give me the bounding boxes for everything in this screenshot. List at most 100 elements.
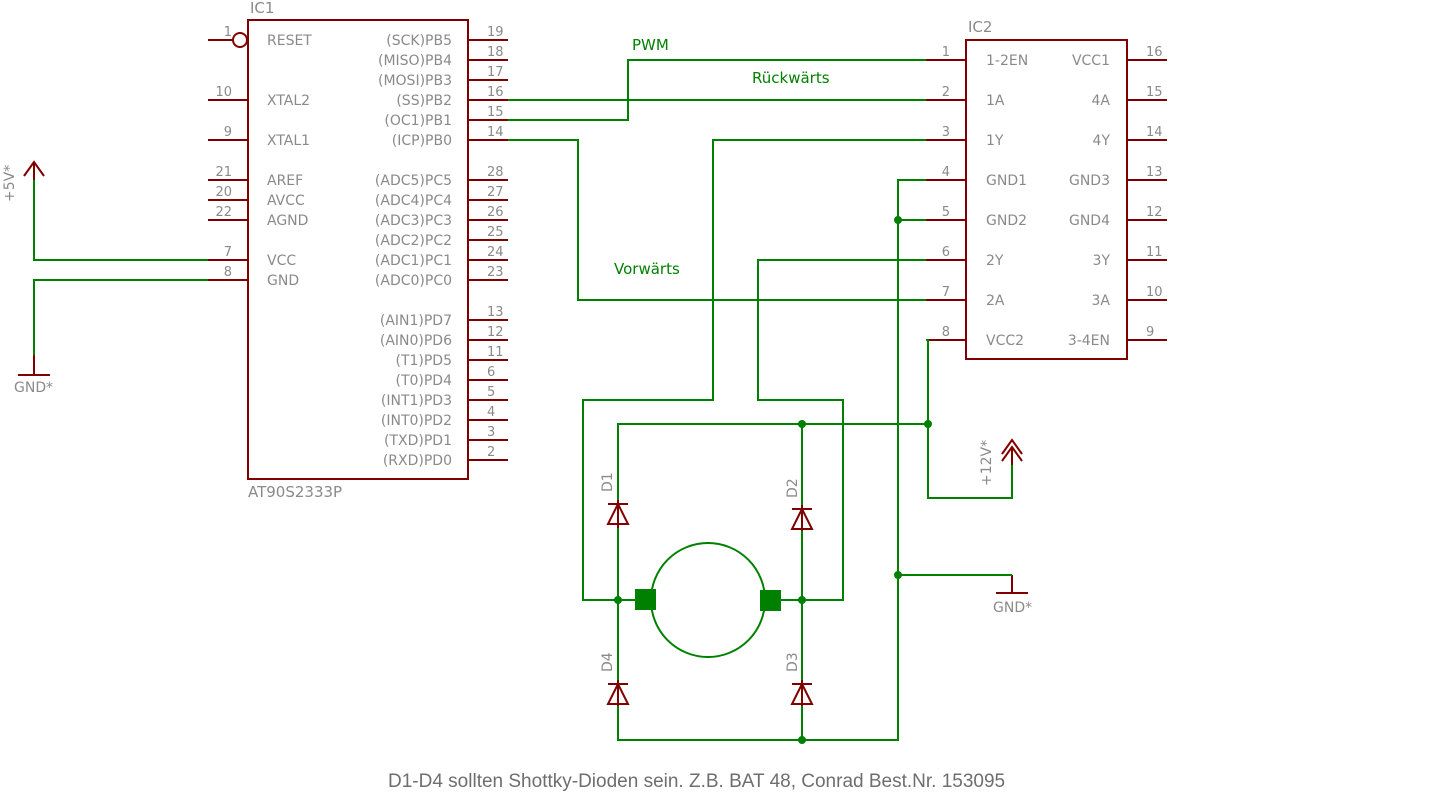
pin-number: 11	[1146, 245, 1163, 260]
ic1-pin: 14(ICP)PB0	[392, 125, 508, 149]
pin-number: 16	[1146, 45, 1163, 60]
junctions	[614, 216, 932, 744]
pin-label: VCC2	[986, 333, 1024, 349]
ic1-pin: 28(ADC5)PC5	[375, 165, 508, 189]
pin-label: AVCC	[267, 193, 305, 209]
diode-icon	[790, 680, 814, 706]
inversion-bubble-icon	[232, 32, 248, 48]
ic1-pin: 19(SCK)PB5	[386, 25, 508, 49]
ic1-pin: 25 (ADC2)PC2	[375, 225, 508, 249]
pin-label: RESET	[267, 33, 312, 49]
pin-label: XTAL2	[267, 93, 310, 109]
ic2-name: IC2	[968, 18, 992, 36]
pin-number: 14	[487, 125, 504, 140]
junction-dot	[894, 571, 902, 579]
diode-icon	[606, 500, 630, 528]
ground-right: GND*	[993, 575, 1032, 616]
double-arrow-up-icon	[1001, 438, 1023, 465]
ic1-pin: 13(AIN1)PD7	[380, 305, 508, 329]
pin-number: 10	[215, 85, 232, 100]
pin-label: 4Y	[1093, 133, 1111, 149]
pin-number: 2	[487, 445, 495, 460]
pin-number: 1	[942, 45, 950, 60]
ic1-pin: 12(AIN0)PD6	[380, 325, 508, 349]
pin-number: 18	[487, 45, 504, 60]
pin-number: 5	[487, 385, 495, 400]
pin-number: 8	[942, 325, 950, 340]
pin-number: 16	[487, 85, 504, 100]
wire-gnd	[33, 279, 208, 355]
ic2-pin: 14 4Y	[1093, 125, 1167, 149]
pin-label: 4A	[1092, 93, 1111, 109]
pin-label: 1Y	[986, 133, 1004, 149]
junction-dot	[798, 596, 806, 604]
ic2-pin: 11 3Y	[1093, 245, 1167, 269]
ic1-pin: 17(MOSI)PB3	[378, 65, 508, 89]
pin-number: 3	[487, 425, 495, 440]
ground-icon	[18, 355, 50, 376]
pin-label: AGND	[267, 213, 308, 229]
pin-number: 7	[224, 245, 232, 260]
pin-number: 15	[487, 105, 504, 120]
pin-number: 9	[224, 125, 232, 140]
diode-d1: D1	[600, 472, 630, 528]
pin-label: (ADC4)PC4	[375, 193, 452, 209]
ic2-pin: 11-2EN	[926, 45, 1028, 69]
pin-label: (INT0)PD2	[381, 413, 452, 429]
pin-label: (ADC2)PC2	[375, 233, 452, 249]
pin-label: 2A	[986, 293, 1005, 309]
diode-label: D1	[600, 472, 616, 492]
diode-d4: D4	[600, 652, 630, 706]
pin-label: GND4	[1069, 213, 1110, 229]
pin-label: VCC1	[1072, 53, 1110, 69]
diode-icon	[606, 680, 630, 706]
ic1-pin: 27 (ADC4)PC4	[375, 185, 508, 209]
pin-label: 3Y	[1093, 253, 1111, 269]
pin-number: 4	[487, 405, 495, 420]
diode-d3: D3	[785, 652, 814, 706]
supply-12v: +12V*	[979, 438, 1023, 486]
ic1-pin: 26(ADC3)PC3	[375, 205, 508, 229]
pin-label: (AIN1)PD7	[380, 313, 452, 329]
pin-number: 2	[942, 85, 950, 100]
ground-right-label: GND*	[993, 600, 1032, 616]
ground-icon	[996, 575, 1028, 594]
ic2-pin: 3 1Y	[926, 125, 1004, 149]
pin-number: 3	[942, 125, 950, 140]
pin-label: (SS)PB2	[396, 93, 452, 109]
pin-label: (INT1)PD3	[381, 393, 452, 409]
pin-label: GND	[267, 273, 299, 289]
ic1-pin: 3(TXD)PD1	[384, 425, 508, 449]
pin-number: 25	[487, 225, 504, 240]
pin-label: GND3	[1069, 173, 1110, 189]
junction-dot	[798, 736, 806, 744]
pin-number: 14	[1146, 125, 1163, 140]
pin-number: 6	[942, 245, 950, 260]
diode-d2: D2	[785, 478, 814, 531]
pin-number: 27	[487, 185, 504, 200]
junction-dot	[924, 420, 932, 428]
pin-number: 6	[487, 365, 495, 380]
diode-icon	[790, 505, 814, 531]
ic1-name: IC1	[250, 0, 274, 17]
ic1-pin: 4 (INT0)PD2	[381, 405, 508, 429]
pin-number: 17	[487, 65, 504, 80]
supply-5v-label: +5V*	[2, 165, 18, 202]
wire-2y	[757, 259, 926, 601]
ic2-pin: 72A	[926, 285, 1005, 309]
pin-label: 1A	[986, 93, 1005, 109]
pin-number: 15	[1146, 85, 1163, 100]
footnote: D1-D4 sollten Shottky-Dioden sein. Z.B. …	[388, 771, 1005, 792]
pin-label: (SCK)PB5	[386, 33, 452, 49]
pin-label: (T1)PD5	[395, 353, 452, 369]
ic1-pin: 5 (INT1)PD3	[381, 385, 508, 409]
wire-pwm	[508, 59, 926, 121]
ic1: IC1 AT90S2333P 1RESET10XTAL29XTAL121AREF…	[208, 0, 508, 501]
